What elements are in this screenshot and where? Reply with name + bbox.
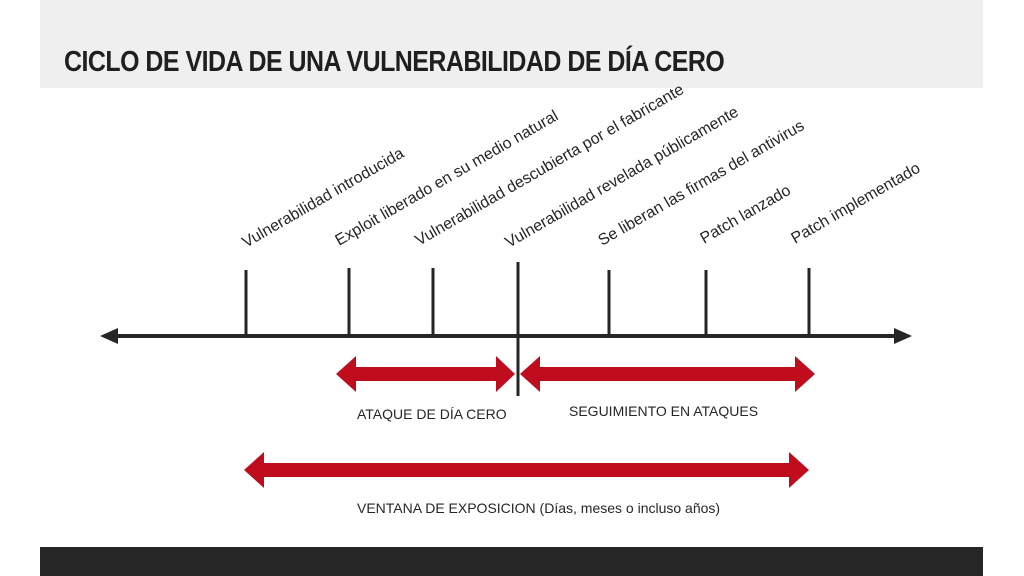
zero-day-attack-arrow bbox=[336, 356, 515, 392]
follow-up-attacks-arrow bbox=[520, 356, 815, 392]
time-axis-right-arrowhead bbox=[894, 328, 912, 344]
event-label: Patch implementado bbox=[789, 160, 924, 248]
footer-band bbox=[40, 547, 983, 576]
exposure-window-label: VENTANA DE EXPOSICION (Días, meses o inc… bbox=[357, 500, 720, 516]
time-axis-left-arrowhead bbox=[100, 328, 118, 344]
zero-day-attack-label: ATAQUE DE DÍA CERO bbox=[357, 406, 507, 422]
time-axis bbox=[100, 328, 912, 344]
event-ticks bbox=[244, 262, 811, 396]
range-arrows bbox=[244, 356, 815, 488]
event-label: Patch lanzado bbox=[698, 182, 794, 247]
exposure-window-arrow bbox=[244, 452, 809, 488]
range-labels: ATAQUE DE DÍA CERO SEGUIMIENTO EN ATAQUE… bbox=[357, 403, 758, 516]
event-label: Vulnerabilidad introducida bbox=[240, 145, 408, 252]
event-labels: Vulnerabilidad introducida Exploit liber… bbox=[240, 81, 924, 251]
follow-up-attacks-label: SEGUIMIENTO EN ATAQUES bbox=[569, 403, 758, 419]
title-band bbox=[40, 0, 983, 88]
slide-title: CICLO DE VIDA DE UNA VULNERABILIDAD DE D… bbox=[64, 46, 725, 78]
